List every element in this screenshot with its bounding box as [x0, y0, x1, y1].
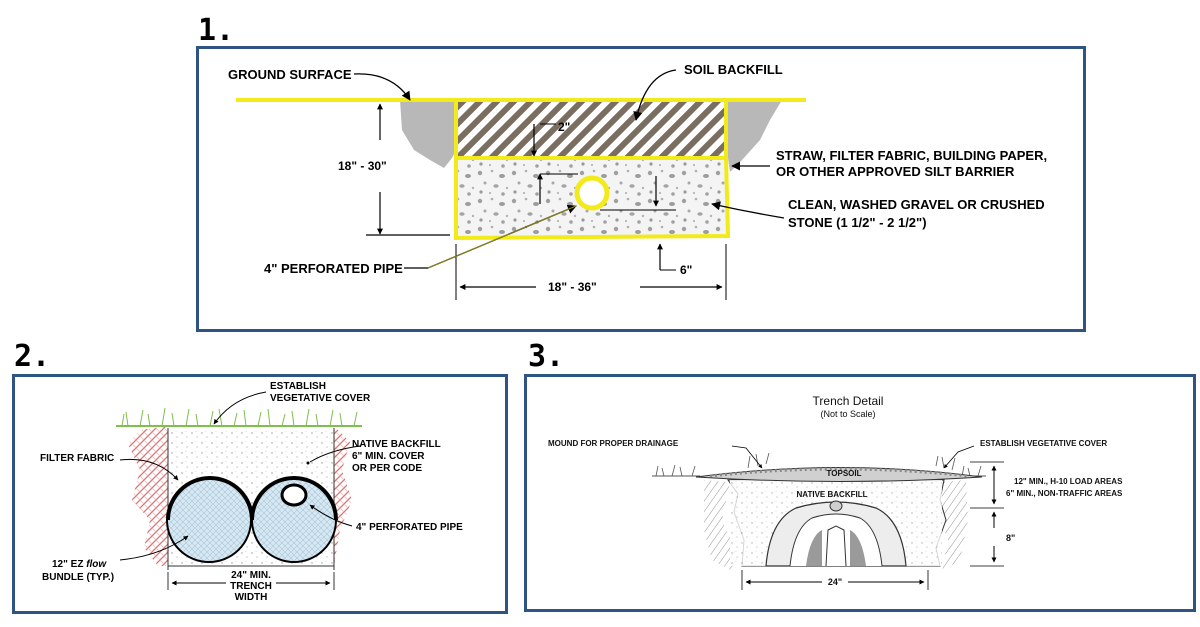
- width-label-line2: TRENCH: [230, 581, 272, 592]
- panel1-number: 1.: [198, 13, 235, 48]
- barrier-label-line1: STRAW, FILTER FABRIC, BUILDING PAPER,: [776, 148, 1047, 163]
- soil-backfill-label: SOIL BACKFILL: [684, 62, 783, 77]
- width-label-line3: WIDTH: [235, 592, 268, 603]
- ground-surface-leader: [353, 73, 411, 101]
- panel1-diagram: GROUND SURFACE SOIL BACKFILL 2" 18" - 30…: [228, 62, 1047, 300]
- veg-label-line1: ESTABLISH: [270, 381, 326, 392]
- depth-label: 18" - 30": [338, 159, 387, 173]
- bundle-label-line1: 12" EZ flow: [52, 559, 107, 570]
- panel1-frame: [196, 46, 1086, 332]
- width-label-3: 24": [828, 577, 842, 587]
- topsoil-label: TOPSOIL: [827, 469, 862, 478]
- perforated-pipe-small: [280, 483, 308, 507]
- filter-fabric-wrap: [166, 476, 338, 521]
- gravel-label-line1: CLEAN, WASHED GRAVEL OR CRUSHED: [788, 197, 1045, 212]
- panel3-frame: [524, 374, 1196, 612]
- native-label-line2: 6" MIN. COVER: [352, 451, 425, 462]
- filter-fabric-label: FILTER FABRIC: [40, 453, 114, 464]
- six-inch-label: 6": [680, 263, 692, 277]
- trench-wall-left: [128, 426, 168, 566]
- panel3-diagram: Trench Detail (Not to Scale) MOUND FOR P…: [548, 394, 1123, 590]
- mound-label: MOUND FOR PROPER DRAINAGE: [548, 439, 679, 448]
- veg-label-3: ESTABLISH VEGETATIVE COVER: [980, 439, 1107, 448]
- trench-detail-title: Trench Detail: [813, 394, 884, 408]
- gravel-label-line2: STONE (1 1/2" - 2 1/2"): [788, 215, 927, 230]
- trench-detail-subtitle: (Not to Scale): [820, 409, 875, 419]
- ground-surface-label: GROUND SURFACE: [228, 67, 352, 82]
- perforated-pipe: [574, 175, 610, 211]
- pipe-label-2: 4" PERFORATED PIPE: [356, 522, 463, 533]
- veg-label-line2: VEGETATIVE COVER: [270, 393, 371, 404]
- soil-backfill-leader: [633, 69, 677, 121]
- pipe-label: 4" PERFORATED PIPE: [264, 261, 403, 276]
- panel2-number: 2.: [14, 339, 51, 374]
- native-label-line1: NATIVE BACKFILL: [352, 439, 441, 450]
- barrier-label-line2: OR OTHER APPROVED SILT BARRIER: [776, 164, 1015, 179]
- cover-label-line2: 6" MIN., NON-TRAFFIC AREAS: [1006, 489, 1123, 498]
- bundle-label-line2: BUNDLE (TYP.): [42, 572, 114, 583]
- native-backfill-label-3: NATIVE BACKFILL: [797, 490, 868, 499]
- native-soil-right: [726, 100, 782, 172]
- trench-wall-right: [334, 426, 352, 566]
- panel3-number: 3.: [528, 339, 565, 374]
- native-soil-left: [400, 100, 456, 168]
- panel2-diagram: ESTABLISH VEGETATIVE COVER FILTER FABRIC…: [40, 381, 463, 603]
- native-label-line3: OR PER CODE: [352, 463, 422, 474]
- soil-backfill-layer: [454, 98, 728, 160]
- two-inch-label: 2": [558, 120, 570, 134]
- width-label: 18" - 36": [548, 280, 597, 294]
- height-label: 8": [1006, 533, 1015, 543]
- cover-label-line1: 12" MIN., H-10 LOAD AREAS: [1014, 477, 1123, 486]
- grass-blades: [121, 407, 358, 427]
- width-label-line1: 24" MIN.: [231, 570, 271, 581]
- gravel-leader: [711, 201, 785, 219]
